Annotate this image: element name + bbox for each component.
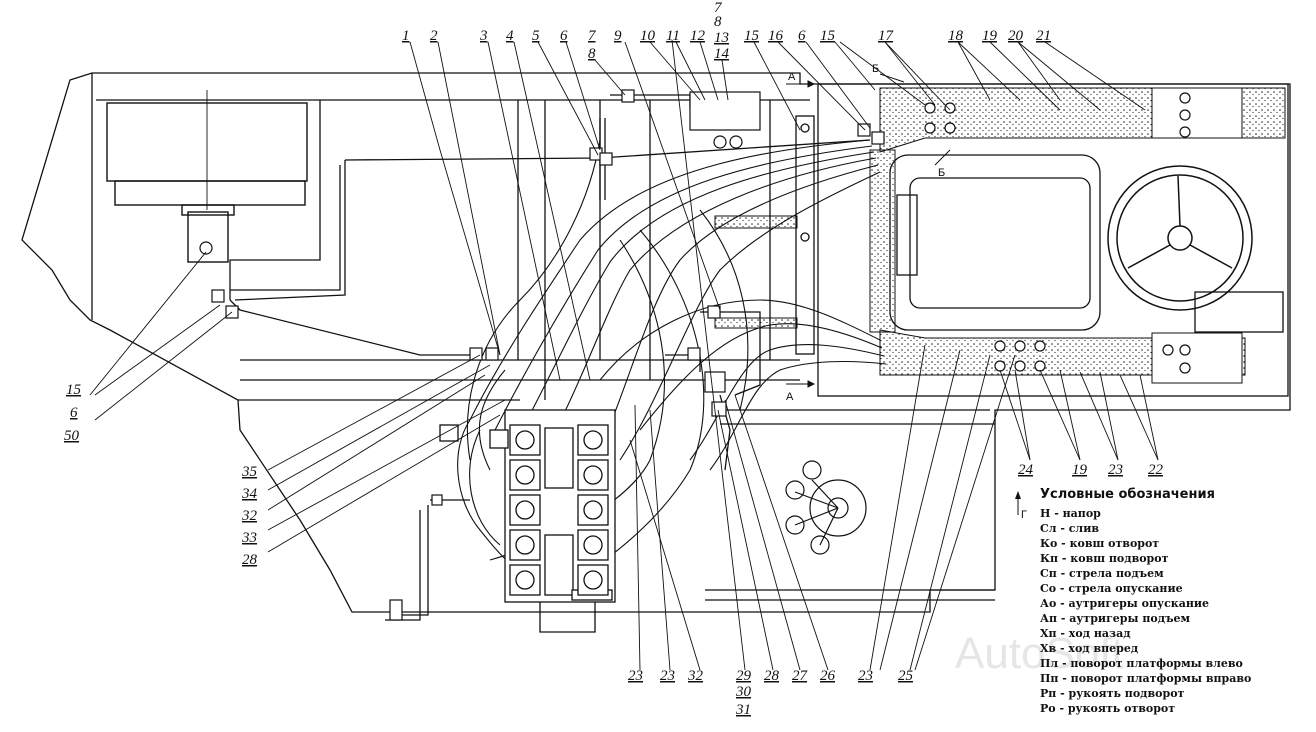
legend-title: Условные обозначения: [1040, 487, 1215, 502]
legend-item: Пл - поворот платформы влево: [1040, 657, 1243, 670]
svg-text:34: 34: [241, 486, 258, 502]
svg-text:А: А: [786, 391, 794, 403]
svg-text:15: 15: [66, 382, 82, 398]
svg-text:1: 1: [402, 28, 410, 44]
svg-text:18: 18: [948, 28, 964, 44]
mounting-bar: [795, 115, 815, 355]
legend-arrow-label: Г: [1021, 509, 1027, 521]
steering-wheel: [1107, 165, 1253, 311]
leader-lines: [89, 39, 1159, 671]
legend-item: Н - напор: [1040, 507, 1101, 520]
svg-text:28: 28: [764, 668, 780, 684]
legend-item: Хв - ход вперед: [1040, 642, 1138, 655]
svg-text:23: 23: [660, 668, 675, 684]
svg-text:7: 7: [588, 28, 597, 44]
svg-text:9: 9: [614, 28, 622, 44]
top-callouts: 1 2 3 4 5 6 7 9 10 11 12 15 16 6 15 17 1…: [402, 28, 1051, 62]
machine-frame: [21, 72, 1291, 613]
stacked-callout: 7 8 13 14: [714, 0, 730, 62]
svg-text:13: 13: [714, 30, 729, 46]
svg-text:27: 27: [792, 668, 809, 684]
legend-item: Ао - аутригеры опускание: [1040, 597, 1209, 610]
svg-text:26: 26: [820, 668, 836, 684]
legend-item: Пп - поворот платформы вправо: [1040, 672, 1251, 685]
engine-block: [106, 90, 308, 263]
watermark: AutoSoft: [955, 629, 1124, 678]
svg-text:15: 15: [744, 28, 760, 44]
svg-text:6: 6: [560, 28, 568, 44]
rotary-joint: [785, 460, 867, 555]
legend-item: Сп - стрела подъем: [1040, 567, 1164, 580]
svg-text:28: 28: [242, 552, 258, 568]
legend-item: Со - стрела опускание: [1040, 582, 1183, 595]
svg-text:7: 7: [714, 0, 723, 16]
svg-text:4: 4: [506, 28, 514, 44]
svg-text:25: 25: [898, 668, 914, 684]
svg-text:50: 50: [64, 428, 80, 444]
svg-text:2: 2: [430, 28, 438, 44]
svg-text:Б: Б: [872, 63, 879, 75]
svg-text:33: 33: [241, 530, 257, 546]
svg-text:23: 23: [858, 668, 873, 684]
legend-item: Хп - ход назад: [1040, 627, 1131, 640]
svg-text:15: 15: [820, 28, 836, 44]
legend-item: Ро - рукоять отворот: [1040, 702, 1175, 715]
svg-text:19: 19: [982, 28, 998, 44]
right-callouts: 24 19 23 22: [1018, 462, 1164, 478]
svg-text:Б: Б: [938, 167, 945, 179]
svg-text:19: 19: [1072, 462, 1088, 478]
svg-text:23: 23: [628, 668, 643, 684]
svg-text:22: 22: [1148, 462, 1164, 478]
left-callouts: 15 6 50: [64, 382, 82, 444]
svg-text:35: 35: [241, 464, 258, 480]
svg-text:20: 20: [1008, 28, 1024, 44]
legend-item: Рп - рукоять подворот: [1040, 687, 1185, 700]
svg-text:А: А: [788, 71, 796, 83]
mid-left-callouts: 35 34 32 33 28: [241, 464, 258, 568]
svg-text:16: 16: [768, 28, 784, 44]
svg-text:6: 6: [70, 405, 78, 421]
svg-text:32: 32: [241, 508, 258, 524]
svg-text:23: 23: [1108, 462, 1123, 478]
svg-text:24: 24: [1018, 462, 1034, 478]
svg-text:8: 8: [714, 14, 722, 30]
legend-item: Кп - ковш подворот: [1040, 552, 1169, 565]
svg-text:30: 30: [735, 684, 752, 700]
svg-text:3: 3: [479, 28, 488, 44]
svg-text:29: 29: [736, 668, 752, 684]
svg-text:32: 32: [687, 668, 704, 684]
svg-text:6: 6: [798, 28, 806, 44]
operator-cabin: [817, 83, 1289, 397]
svg-text:10: 10: [640, 28, 656, 44]
view-arrows: [786, 73, 951, 388]
svg-text:17: 17: [878, 28, 895, 44]
fittings: [199, 89, 1191, 621]
svg-text:14: 14: [714, 46, 730, 62]
svg-text:11: 11: [666, 28, 680, 44]
svg-text:31: 31: [735, 702, 751, 718]
svg-text:5: 5: [532, 28, 540, 44]
svg-text:8: 8: [588, 46, 596, 62]
legend-item: Ап - аутригеры подъем: [1040, 612, 1191, 625]
view-labels: А Б Б А: [786, 63, 945, 403]
hose-bundles: [714, 87, 1286, 384]
legend: Г Условные обозначения Н - напор Сл - сл…: [1015, 487, 1251, 715]
control-valve-block: [439, 409, 616, 603]
legend-item: Сл - слив: [1040, 522, 1099, 535]
svg-text:21: 21: [1036, 28, 1051, 44]
svg-text:12: 12: [690, 28, 706, 44]
legend-item: Ко - ковш отворот: [1040, 537, 1159, 550]
bottom-callouts: 23 23 32 29 30 31 28 27 26 23 25: [628, 668, 914, 718]
